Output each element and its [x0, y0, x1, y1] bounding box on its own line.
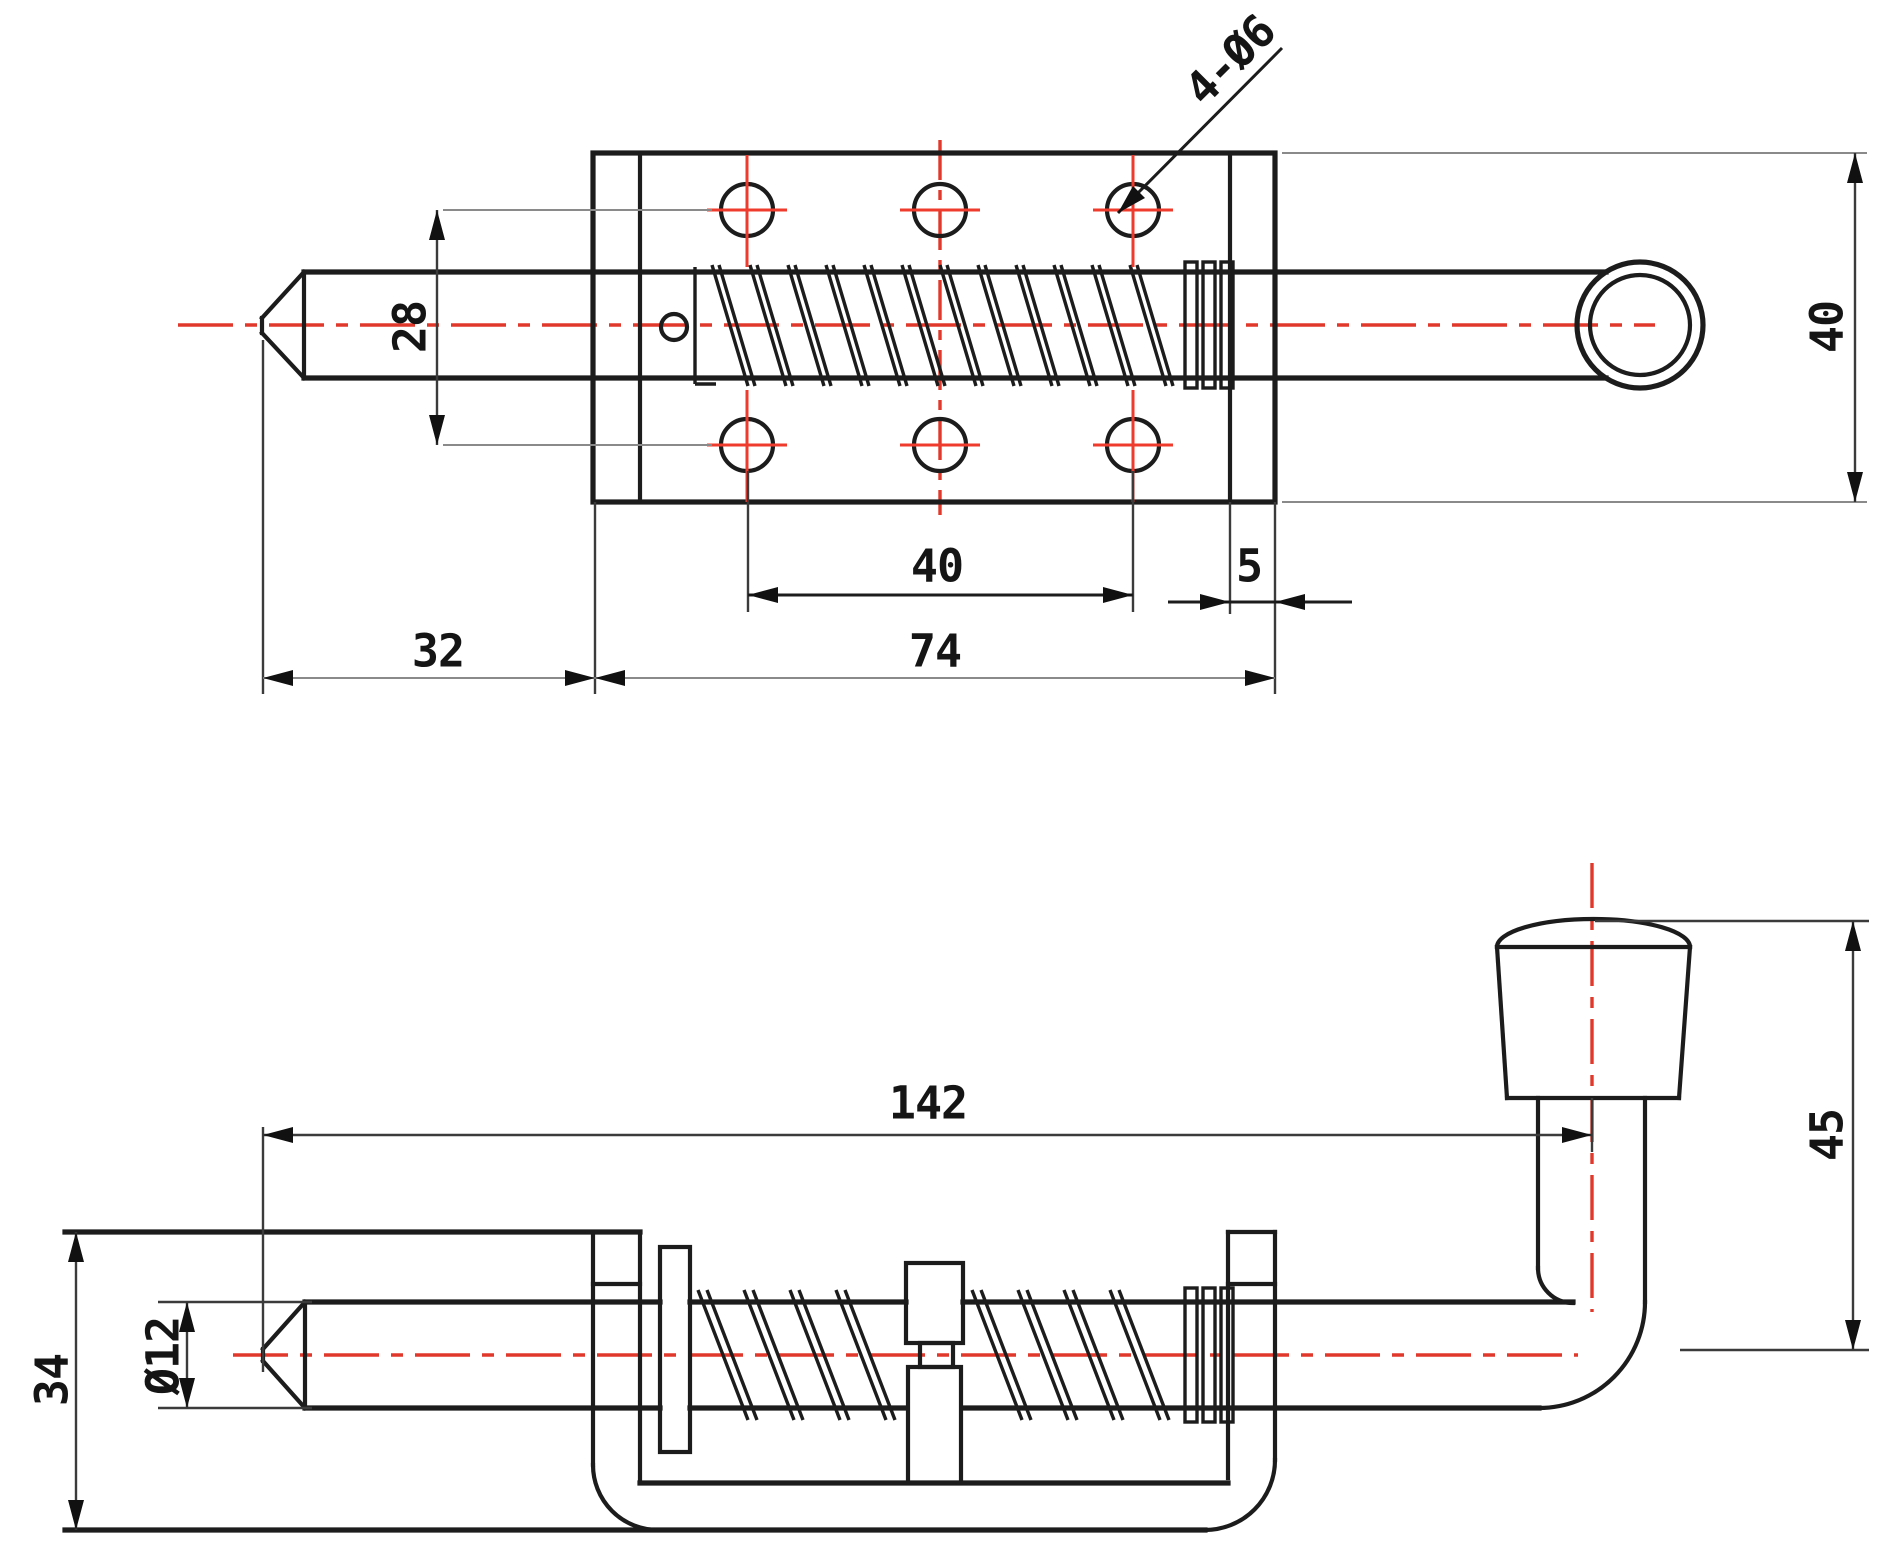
coil-line-side [1117, 1289, 1171, 1421]
coil-line [1059, 264, 1099, 387]
dim-label-32: 32 [412, 625, 464, 678]
coil-line [1021, 264, 1061, 387]
dim-label-28: 28 [384, 301, 437, 353]
coil-line [755, 264, 795, 387]
coil-line [824, 264, 864, 387]
coil-line-side [742, 1289, 796, 1421]
coil-line-side [834, 1289, 888, 1421]
coil-line-side [1016, 1289, 1070, 1421]
coil-line [983, 264, 1023, 387]
mounting-holes [707, 155, 1173, 502]
compressed-coil-side [1201, 1286, 1217, 1424]
latch-backplate [590, 150, 1278, 505]
coil-line [900, 264, 940, 387]
coil-line [793, 264, 833, 387]
dim-label-5: 5 [1236, 540, 1262, 593]
compressed-coil [1183, 260, 1199, 390]
coil-line-side [1062, 1289, 1116, 1421]
compressed-coil-side [1183, 1286, 1199, 1424]
tip-chamfer-lower [259, 330, 307, 381]
compressed-coil-side [1219, 1286, 1235, 1424]
dim-label-74: 74 [909, 625, 961, 678]
coil-line [938, 264, 978, 387]
coil-line [1052, 264, 1092, 387]
dim-label-40v: 40 [1801, 301, 1854, 353]
stop-block-lower [905, 1364, 964, 1486]
coil-line [862, 264, 902, 387]
tip-chamfer-upper [259, 269, 307, 321]
coil-line [907, 264, 947, 387]
dim-label-34: 34 [26, 1354, 79, 1406]
dim-label-d12: Ø12 [137, 1317, 190, 1396]
dim-label-45: 45 [1801, 1109, 1854, 1161]
bracket-side [62, 1229, 1278, 1533]
coil-line [1135, 264, 1175, 387]
handle-bend-inner [1535, 1265, 1576, 1306]
knob-right-side [1676, 944, 1693, 1101]
coil-line [1090, 264, 1130, 387]
knob-left-side [1494, 944, 1510, 1101]
coil-line [786, 264, 826, 387]
coil-line [748, 264, 788, 387]
coil-line-side [979, 1289, 1033, 1421]
rod-pin-hole [658, 311, 690, 343]
spring-coils-side [696, 1286, 1235, 1424]
coil-line [1097, 264, 1137, 387]
knob-dome [1494, 916, 1693, 950]
coil-line [717, 264, 757, 387]
compressed-coil [1219, 260, 1235, 390]
coil-line [710, 264, 750, 387]
coil-line [1128, 264, 1168, 387]
compressed-coil [1201, 260, 1217, 390]
coil-line-side [1108, 1289, 1162, 1421]
leader-4xd6 [1116, 46, 1284, 215]
end-knob-circle [1574, 259, 1706, 391]
bottom-right-fillet [1202, 1457, 1278, 1533]
tip-chamfer-upper-side [260, 1299, 308, 1352]
coil-line [1014, 264, 1054, 387]
top-view-dimensions: 28 4-Ø6 40 5 [261, 4, 1867, 694]
bottom-left-fillet [590, 1462, 661, 1533]
top-view-centerlines [178, 140, 1655, 515]
coil-line [831, 264, 871, 387]
dim-label-40h: 40 [911, 540, 963, 593]
coil-line [976, 264, 1016, 387]
spring-coils-top [693, 260, 1235, 390]
bottom-view: 142 45 Ø12 34 [26, 863, 1869, 1533]
stop-block-upper [903, 1260, 966, 1346]
dim-label-142: 142 [889, 1077, 967, 1130]
spring-seat-washer [657, 1244, 693, 1455]
coil-line [945, 264, 985, 387]
coil-line-side [705, 1289, 759, 1421]
bolt-rod-top [259, 259, 1706, 391]
coil-line-side [1025, 1289, 1079, 1421]
bottom-view-centerlines [233, 863, 1594, 1357]
coil-line-side [696, 1289, 750, 1421]
tip-chamfer-lower-side [260, 1358, 308, 1411]
top-view: 28 4-Ø6 40 5 [178, 4, 1867, 694]
coil-line-side [797, 1289, 851, 1421]
rod-end-circle [1587, 272, 1693, 378]
coil-line [869, 264, 909, 387]
handle-bend-outer [1536, 1299, 1648, 1411]
coil-line-side [1071, 1289, 1125, 1421]
coil-line-side [843, 1289, 897, 1421]
plate-outline [590, 150, 1278, 505]
coil-line-side [788, 1289, 842, 1421]
coil-line-side [751, 1289, 805, 1421]
bottom-view-dimensions: 142 45 Ø12 34 [26, 919, 1869, 1530]
coil-line-side [970, 1289, 1024, 1421]
